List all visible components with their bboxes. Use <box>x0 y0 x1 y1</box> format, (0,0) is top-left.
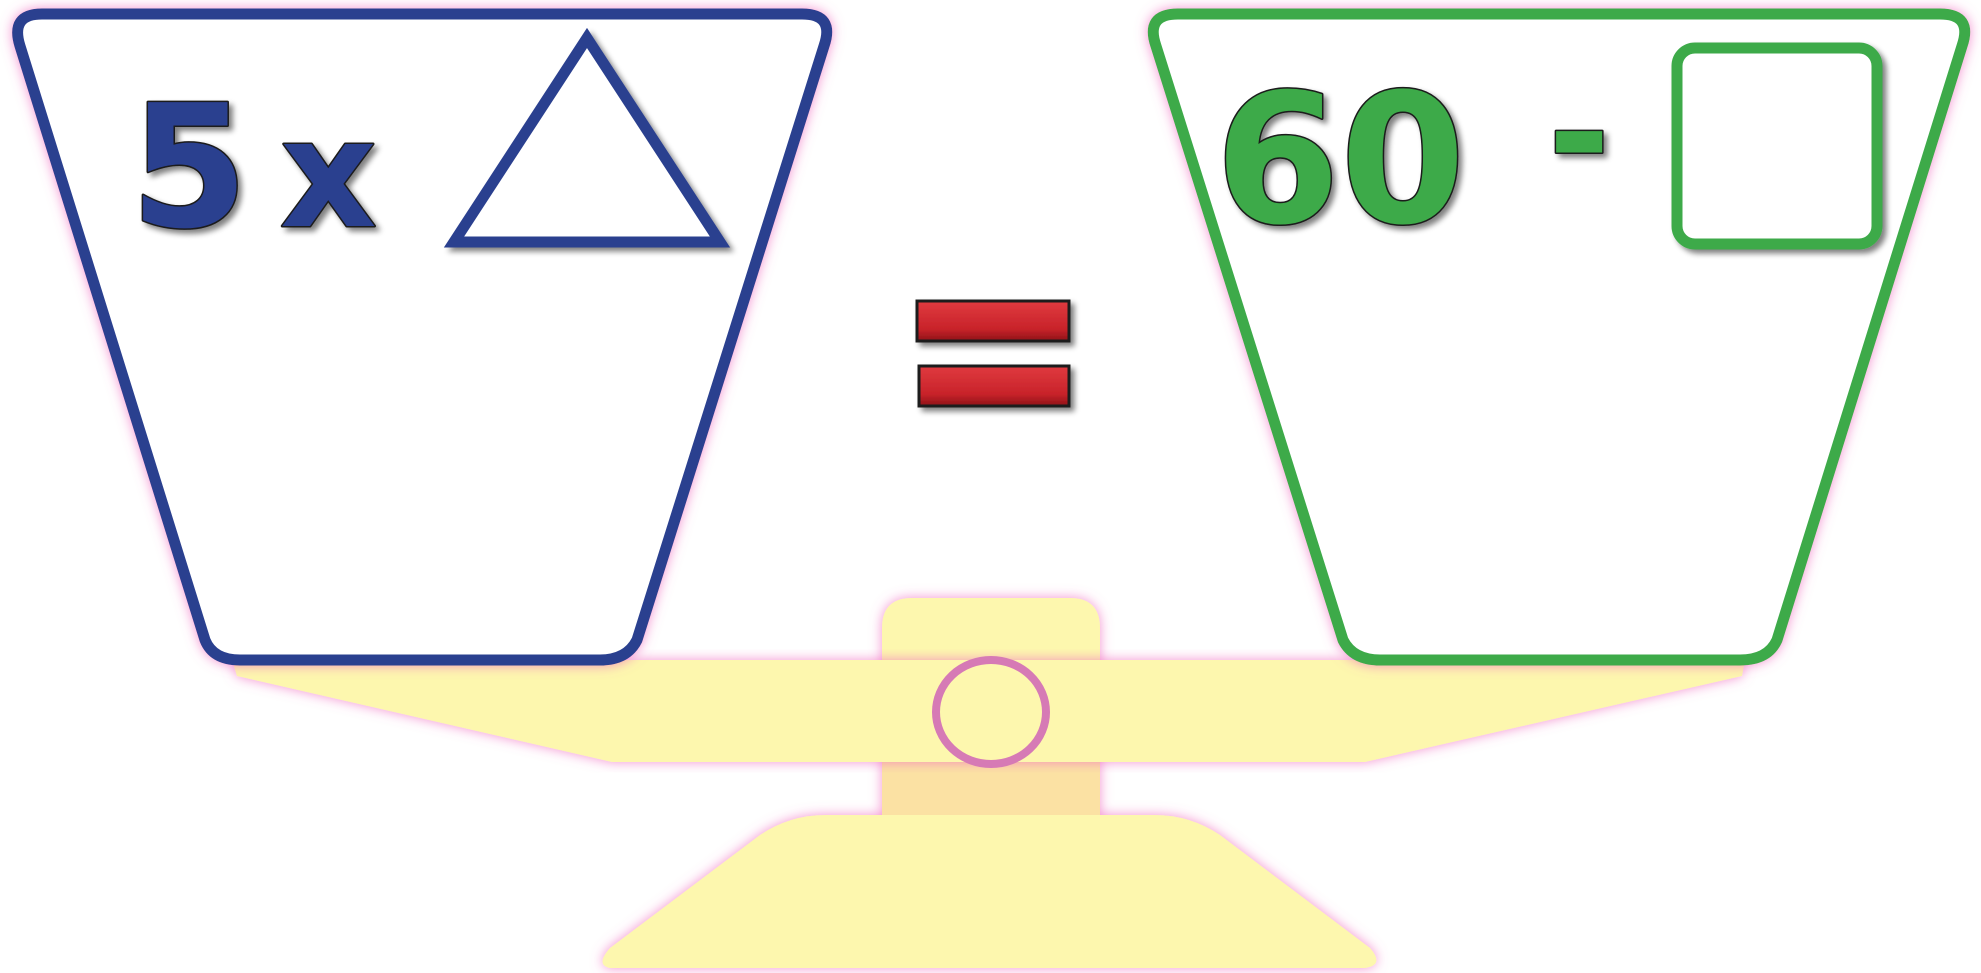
scale-stand <box>603 598 1377 968</box>
square-icon <box>1677 48 1877 244</box>
coefficient-text: 5 <box>130 69 248 267</box>
scale-base <box>603 815 1377 968</box>
equals-bar-bottom <box>919 366 1069 406</box>
equals-bar-top <box>917 301 1069 341</box>
equals-sign-icon <box>917 301 1069 406</box>
minus-operator-text: - <box>1548 47 1610 221</box>
scale-pivot <box>936 660 1046 764</box>
multiply-operator-text: x <box>280 88 377 262</box>
constant-text: 60 <box>1215 56 1466 265</box>
